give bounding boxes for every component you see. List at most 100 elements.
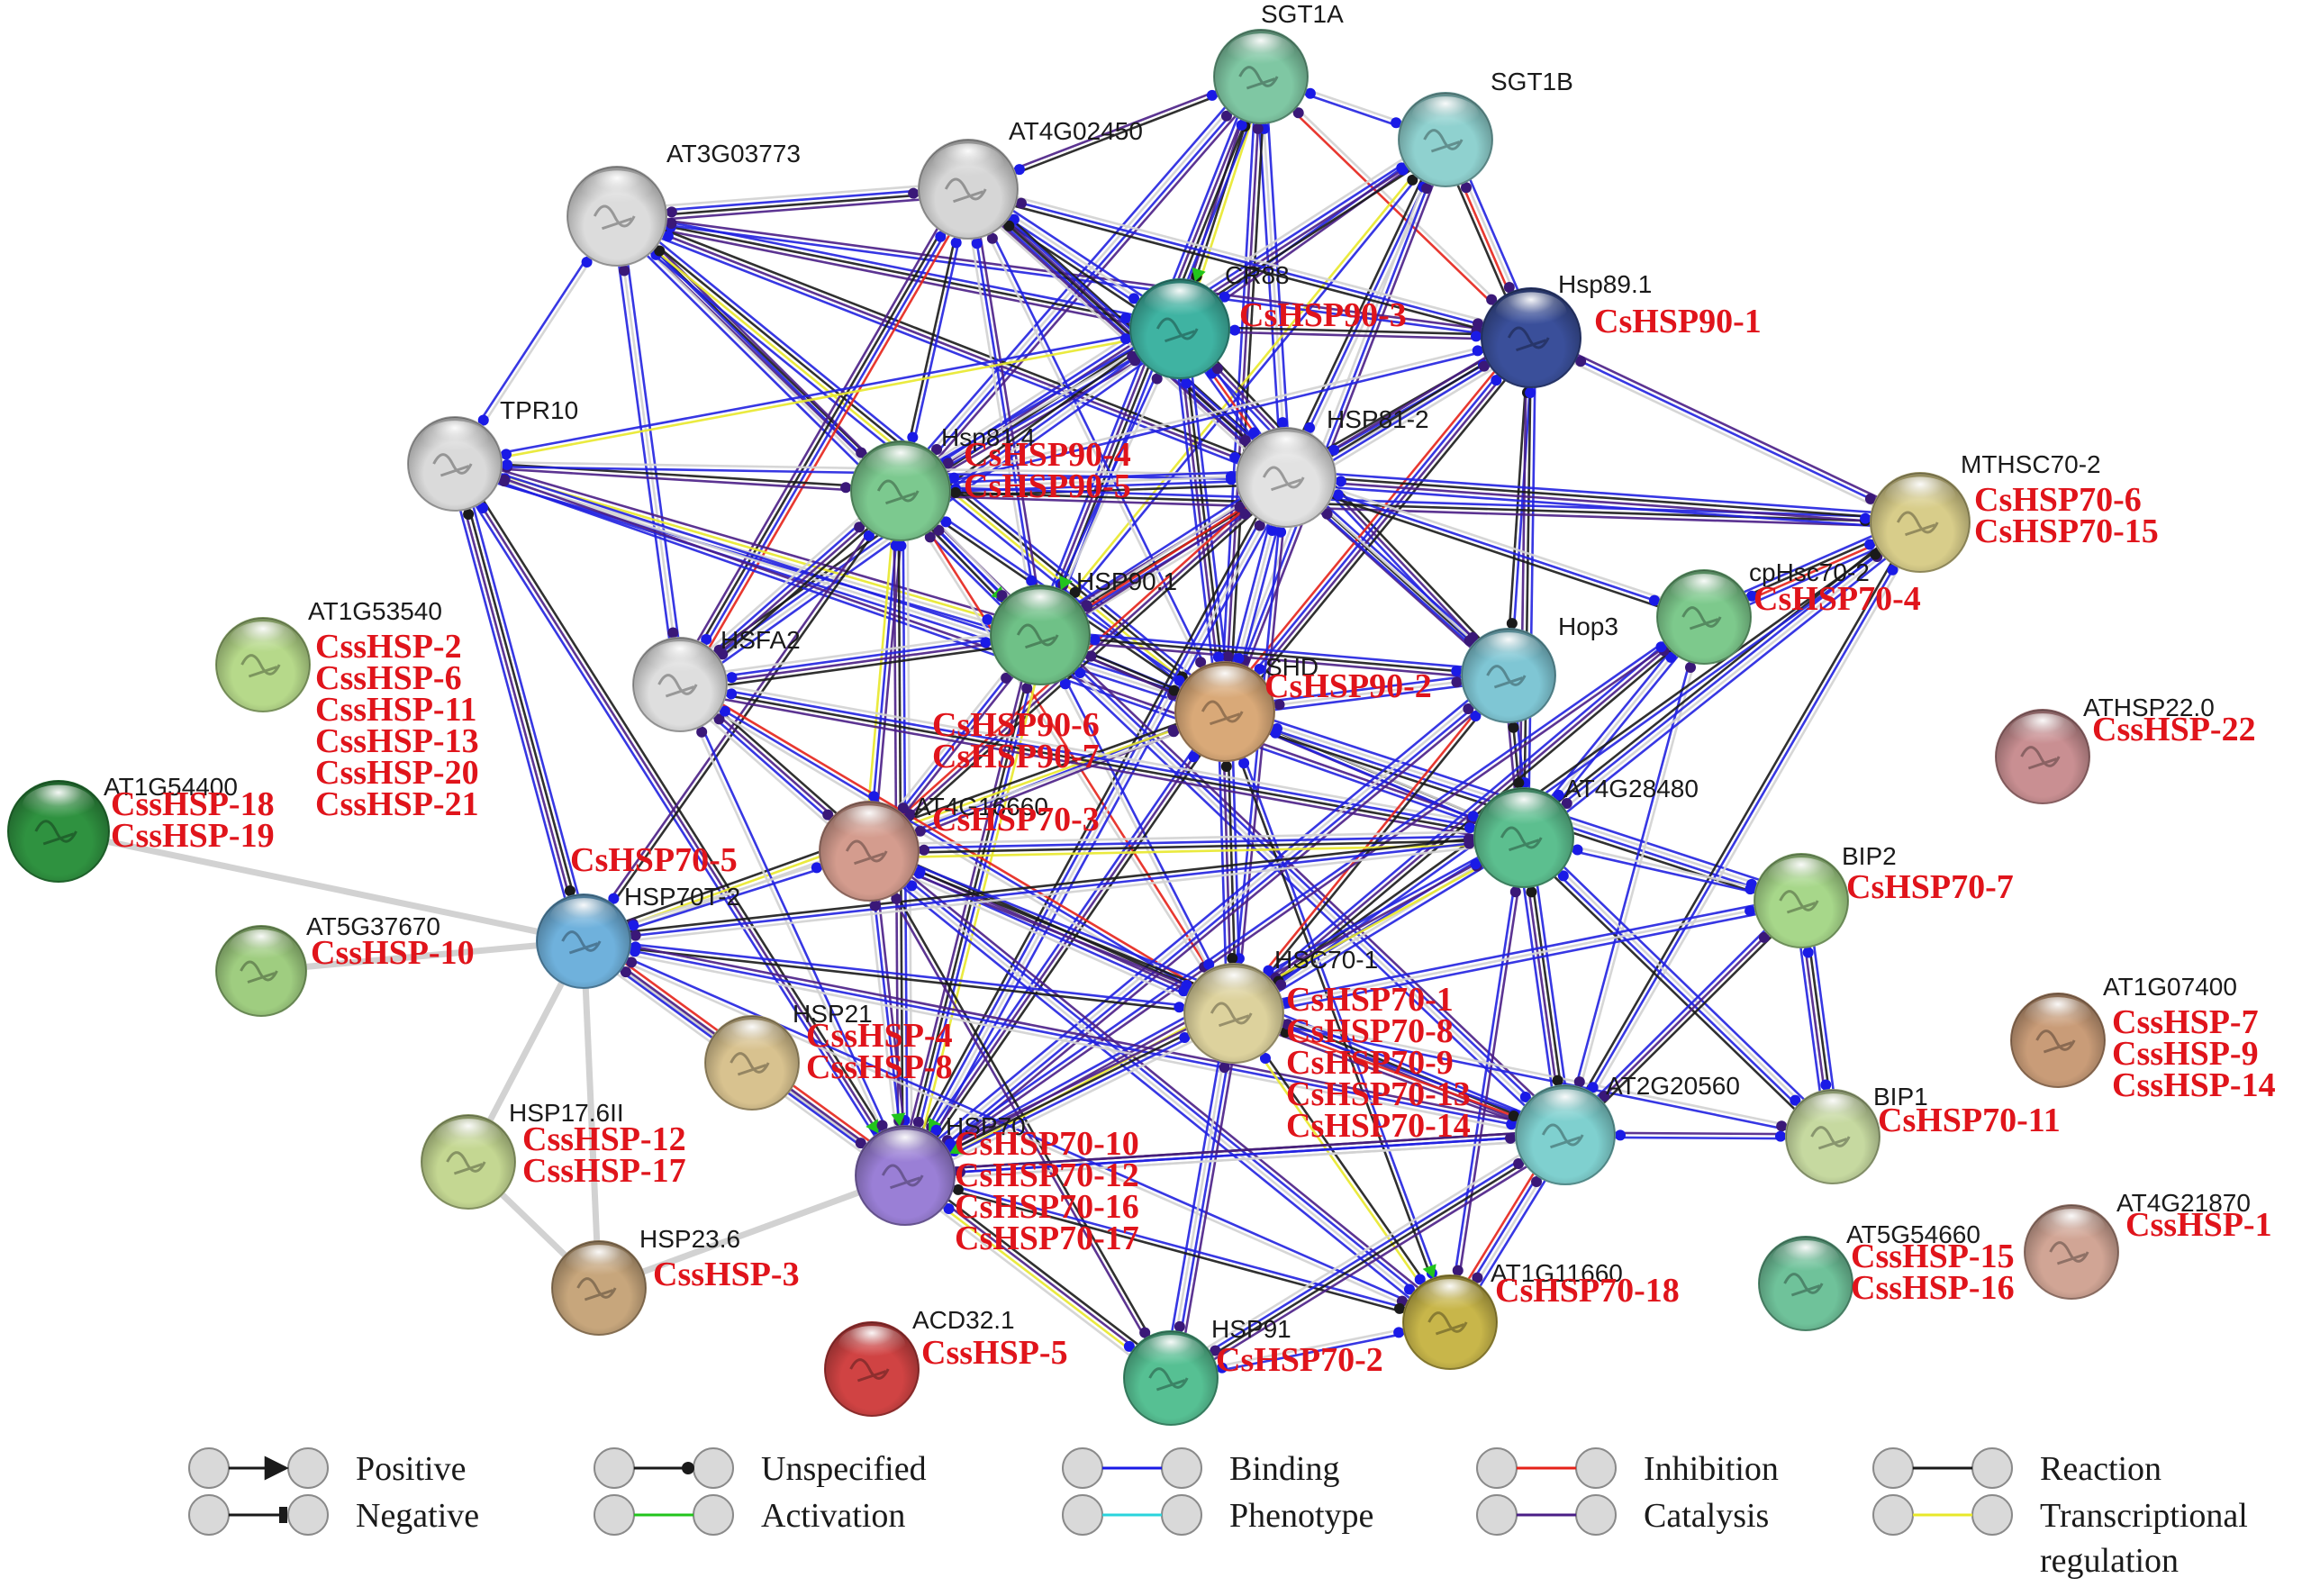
edge-strand <box>456 463 587 941</box>
edge-endpoint-dot <box>982 613 993 625</box>
node-gloss <box>718 1020 786 1059</box>
edge-endpoint-dot <box>1531 1175 1543 1187</box>
edge-strand <box>1169 1131 1565 1377</box>
alias-label: CsHSP70-15 <box>1974 512 2159 550</box>
node-tpr10[interactable]: TPR10 <box>407 396 578 512</box>
legend-node-right <box>1161 1494 1202 1536</box>
legend-label: Activation <box>761 1497 905 1535</box>
edge-endpoint-dot <box>1508 721 1519 733</box>
node-gloss <box>865 445 937 487</box>
node-label: AT1G07400 <box>2103 973 2237 1001</box>
node-at4g28480[interactable]: AT4G28480 <box>1473 775 1699 888</box>
edge-at4g02450-shd <box>965 187 1228 713</box>
edge-endpoint-dot <box>1776 1120 1788 1132</box>
edge-strand <box>1259 76 1288 478</box>
edge-strand <box>900 474 1286 490</box>
edge-strand <box>680 681 1525 837</box>
edge-strand <box>900 469 1286 485</box>
edge-endpoint-dot <box>1393 1302 1405 1314</box>
alias-label: CsHSP70-14 <box>1286 1107 1471 1145</box>
legend-node-right <box>1575 1494 1617 1536</box>
node-hsfa2[interactable]: HSFA2 <box>632 626 801 732</box>
node-at2g20560[interactable]: AT2G20560 <box>1515 1072 1740 1185</box>
edge-hsp70-at2g20560 <box>904 1129 1566 1182</box>
node-sgt1a[interactable]: SGT1A <box>1213 0 1344 124</box>
edge-strand <box>1039 638 1509 682</box>
edge-strand <box>583 836 1525 943</box>
edge-endpoint-dot <box>1513 777 1525 789</box>
edge-endpoint-dot <box>1085 650 1097 662</box>
node-hsp70[interactable]: HSP70CsHSP70-10CsHSP70-12CsHSP70-16CsHSP… <box>855 1112 1139 1257</box>
edge-endpoint-dot <box>477 503 489 514</box>
node-label: BIP2 <box>1842 842 1897 870</box>
edge-tpr10-hsp70t-2 <box>447 461 592 944</box>
edge-endpoint-dot <box>1259 1052 1271 1064</box>
node-at3g03773[interactable]: AT3G03773 <box>566 140 801 267</box>
edge-strand <box>1172 329 1219 713</box>
edge-endpoint-dot <box>713 713 725 725</box>
edge-endpoint-dot <box>1128 293 1140 304</box>
edge-hsp81-2-hsp70 <box>898 473 1293 1180</box>
node-hsp90-1[interactable]: HSP90.1 <box>990 567 1177 685</box>
edge-endpoint-dot <box>1211 363 1223 375</box>
edge-endpoint-dot <box>1167 724 1179 736</box>
edge-tpr10-at4g28480 <box>453 460 1526 841</box>
node-at4g02450[interactable]: AT4G02450 <box>918 117 1143 240</box>
edge-strand <box>447 465 579 944</box>
edge-endpoint-dot <box>1407 174 1418 186</box>
node-gloss <box>581 170 653 213</box>
alias-label: CsHSP70-6 <box>1974 481 2142 519</box>
node-sgt1b[interactable]: SGT1B <box>1398 68 1573 187</box>
edge-strand <box>1524 835 1835 1137</box>
node-at1g53540[interactable]: AT1G53540CssHSP-2CssHSP-6CssHSP-11CssHSP… <box>215 597 479 823</box>
edge-endpoint-dot <box>904 809 916 821</box>
node-gloss <box>646 641 714 681</box>
edge-strand <box>1235 477 1290 1014</box>
node-hop3[interactable]: Hop3 <box>1461 612 1618 723</box>
node-gloss <box>1767 857 1835 897</box>
edge-endpoint-dot <box>608 893 620 904</box>
node-hsp81-2[interactable]: HSP81-2 <box>1236 405 1429 528</box>
edge-strand <box>1518 841 1829 1143</box>
alias-label: CsHSP70-9 <box>1286 1044 1454 1082</box>
edge-endpoint-dot <box>1403 1283 1415 1295</box>
edge-strand <box>1563 521 1922 1136</box>
alias-label: CssHSP-2 <box>315 628 462 666</box>
node-label: BIP1 <box>1873 1083 1928 1111</box>
node-hsc70-1[interactable]: HSC70-1CsHSP70-1CsHSP70-8CsHSP70-9CsHSP7… <box>1183 946 1471 1145</box>
edge-endpoint-dot <box>1181 377 1192 389</box>
edge-endpoint-dot <box>1228 324 1240 336</box>
edge-strand <box>1228 141 1451 714</box>
edge-strand <box>905 617 1707 1179</box>
edge-strand <box>1521 838 1833 1139</box>
edge-strand <box>1176 329 1224 712</box>
legend-node-left <box>1062 1494 1103 1536</box>
node-label: AT4G16660 <box>914 793 1048 821</box>
edge-strand <box>1219 137 1443 711</box>
edge-strand <box>900 1179 1168 1384</box>
edge-strand <box>616 181 968 211</box>
edge-strand <box>1234 1011 1454 1322</box>
